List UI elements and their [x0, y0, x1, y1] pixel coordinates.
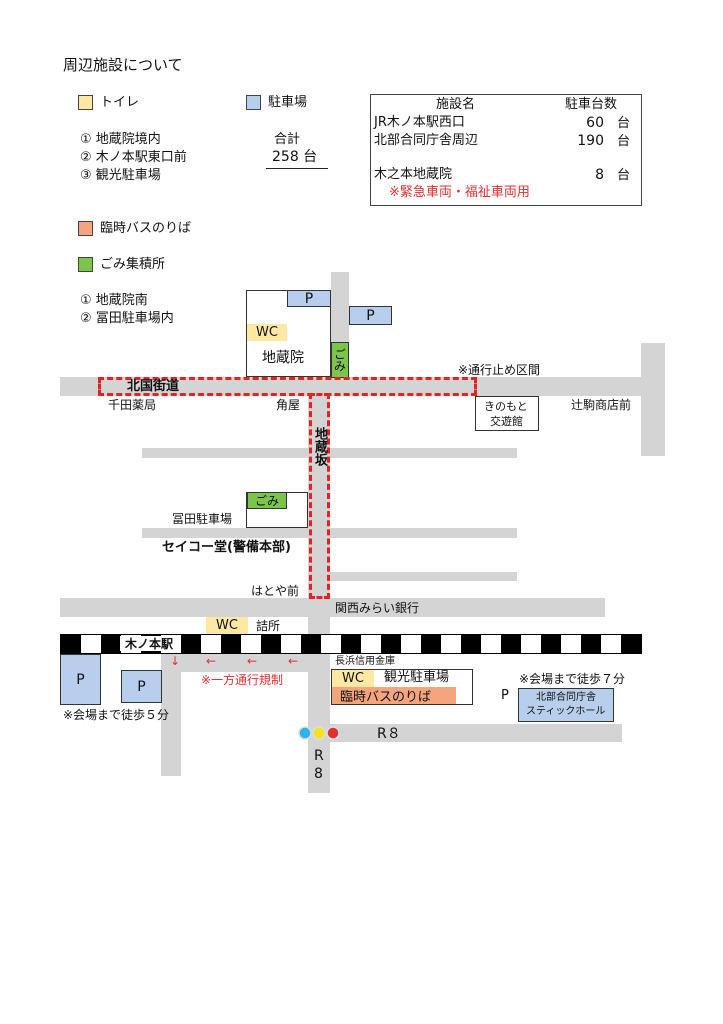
- garbage-legend-label: ごみ集積所: [100, 257, 166, 272]
- parking-table-row-count: 8: [595, 167, 604, 183]
- page-title: 周辺施設について: [63, 56, 183, 74]
- tomita-parking-label: 冨田駐車場: [172, 512, 233, 526]
- kadoya-label: 角屋: [276, 398, 301, 412]
- parking-table-row-name: JR木ノ本駅西口: [374, 115, 465, 130]
- road-side: [330, 572, 517, 581]
- road-west-south: [161, 654, 181, 776]
- toilet-list-item: ③ 観光駐車場: [80, 168, 161, 183]
- garbage-list-item: ② 冨田駐車場内: [80, 311, 174, 326]
- total-underline: [266, 168, 328, 169]
- tourist-parking-label: 観光駐車場: [384, 670, 450, 685]
- parking-table-header-name: 施設名: [436, 97, 476, 112]
- traffic-light-icon: [297, 725, 341, 741]
- parking-table-row-count: 60: [586, 115, 604, 131]
- railway-line: [60, 634, 642, 654]
- walk5-note: ※会場まで徒歩５分: [63, 708, 170, 722]
- garbage-legend-swatch: [78, 257, 93, 272]
- road-r8: [330, 724, 622, 742]
- hatoyamae-label: はとや前: [251, 584, 300, 598]
- chida-pharmacy-label: 千田薬局: [108, 398, 157, 412]
- one-way-arrow-icon: ←: [206, 654, 217, 668]
- closure-zone-kaido: [98, 377, 477, 396]
- koyukan-building: [475, 396, 539, 431]
- jizoin-wc: WC: [247, 324, 287, 341]
- road-jizozaka: [308, 393, 330, 793]
- walk7-note: ※会場まで徒歩７分: [519, 672, 626, 686]
- one-way-arrow-icon: ←: [288, 654, 299, 668]
- road-east: [641, 343, 665, 456]
- kinomoto-station-label: 木ノ本駅: [120, 636, 178, 651]
- hokubu-label-1: 北部合同庁舎: [536, 692, 596, 703]
- toilet-list-item: ① 地蔵院境内: [80, 132, 161, 147]
- kansai-mirai-label: 関西みらい銀行: [335, 601, 420, 615]
- r8-label: R８: [377, 726, 401, 742]
- jizoin-label: 地蔵院: [262, 350, 304, 366]
- koyukan-label-2: 交遊館: [490, 415, 523, 428]
- down-arrow-icon: ↓: [170, 654, 181, 668]
- hokkoku-kaido-label: 北国街道: [127, 379, 180, 394]
- tsujikoma-label: 辻駒商店前: [571, 398, 632, 412]
- jizoin-garbage: ごみ: [331, 342, 349, 378]
- toilet-list-item: ② 木ノ本駅東口前: [80, 150, 187, 165]
- road-hokkoku-kaido: [60, 377, 665, 396]
- road-station-front: [60, 598, 605, 617]
- parking-legend-label: 駐車場: [268, 95, 308, 110]
- one-way-arrow-icon: ←: [247, 654, 258, 668]
- parking-table-row-unit: 台: [617, 116, 631, 131]
- tourist-parking-wc: WC: [332, 670, 374, 687]
- north-parking: P: [349, 306, 392, 325]
- west-parking-1: P: [60, 654, 101, 705]
- koyukan-label-1: きのもと: [484, 400, 528, 413]
- tsumesho-label: 詰所: [256, 619, 281, 633]
- parking-table-row-unit: 台: [617, 168, 631, 183]
- garbage-list-item: ① 地蔵院南: [80, 293, 148, 308]
- station-wc: WC: [206, 617, 248, 634]
- one-way-note: ※一方通行規制: [201, 673, 284, 687]
- toilet-legend-swatch: [78, 95, 93, 110]
- nagahama-shinkin-label: 長浜信用金庫: [335, 656, 395, 667]
- bus-legend-swatch: [78, 221, 93, 236]
- parking-table-row-name: 木之本地蔵院: [374, 167, 453, 182]
- parking-table-row-name: 北部合同庁舎周辺: [374, 133, 479, 148]
- closure-zone-jizozaka: [309, 393, 330, 599]
- parking-table: [370, 94, 642, 206]
- parking-table-row-count: 190: [577, 133, 604, 149]
- closure-note: ※通行止め区間: [458, 363, 541, 377]
- parking-table-header-count: 駐車台数: [565, 97, 618, 112]
- hokubu-parking-mark: P: [501, 688, 509, 703]
- parking-legend-swatch: [246, 95, 261, 110]
- hokubu-label-2: スティックホール: [526, 706, 606, 717]
- jizoin-parking: P: [287, 290, 331, 307]
- parking-table-note: ※緊急車両・福祉車両用: [389, 185, 530, 200]
- rinji-bus-stop: 臨時バスのりば: [332, 687, 456, 705]
- r8-vertical-label: R: [314, 748, 324, 764]
- parking-table-row-unit: 台: [617, 134, 631, 149]
- hokubu-building: [518, 688, 614, 722]
- road-one-way: [181, 654, 311, 672]
- bus-legend-label: 臨時バスのりば: [100, 221, 192, 236]
- seiko-label: セイコー堂(警備本部): [162, 540, 291, 555]
- west-parking-2: P: [121, 670, 162, 703]
- jizozaka-label: 地蔵坂: [311, 427, 327, 466]
- total-value: 258 台: [272, 149, 318, 165]
- toilet-legend-label: トイレ: [100, 95, 140, 110]
- total-label: 合計: [274, 132, 301, 147]
- tomita-garbage: ごみ: [247, 492, 287, 509]
- r8-vertical-label: 8: [314, 766, 323, 782]
